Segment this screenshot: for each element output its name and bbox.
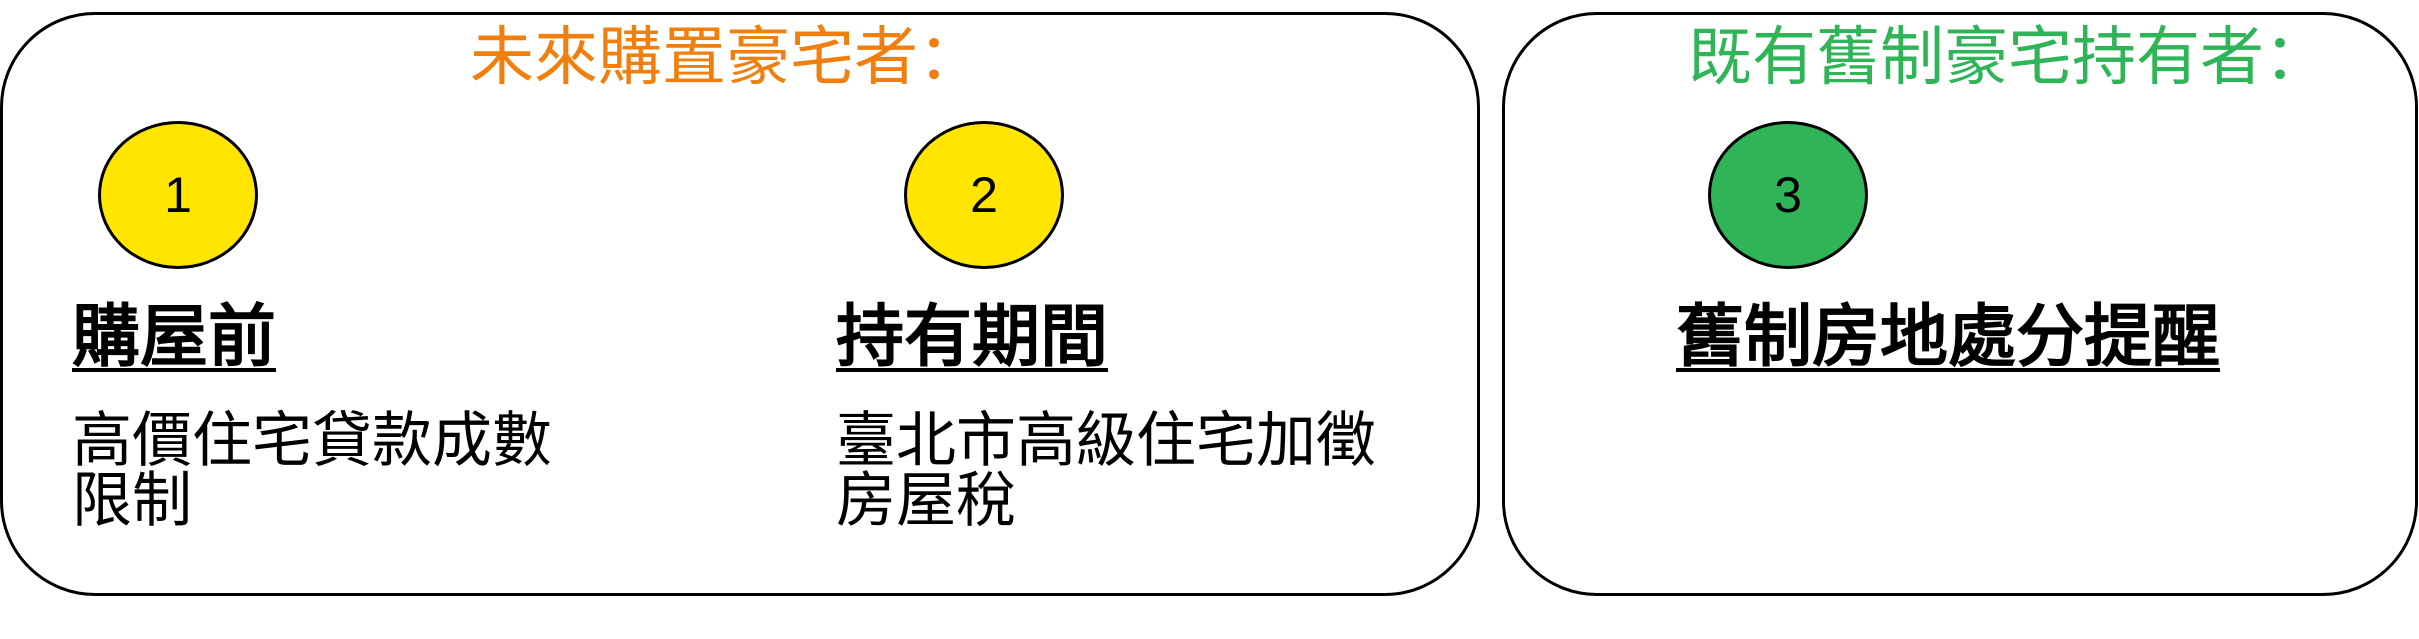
step-2-number-badge: 2 (904, 121, 1064, 269)
step-3-heading: 舊制房地處分提醒 (1676, 298, 2221, 377)
step-3-number-badge: 3 (1708, 121, 1868, 269)
step-2-description: 臺北市高級住宅加徵房屋稅 (836, 406, 1376, 536)
existing-holders-title: 既有舊制豪宅持有者： (1688, 21, 2328, 95)
step-1-number-badge: 1 (98, 121, 258, 269)
step-1-description: 高價住宅貸款成數限制 (72, 406, 552, 536)
step-2-heading: 持有期間 (836, 298, 1109, 377)
future-buyers-panel (0, 12, 1480, 596)
future-buyers-title: 未來購置豪宅者： (470, 21, 982, 95)
existing-holders-panel (1502, 12, 2418, 596)
step-1-heading: 購屋前 (72, 298, 277, 377)
